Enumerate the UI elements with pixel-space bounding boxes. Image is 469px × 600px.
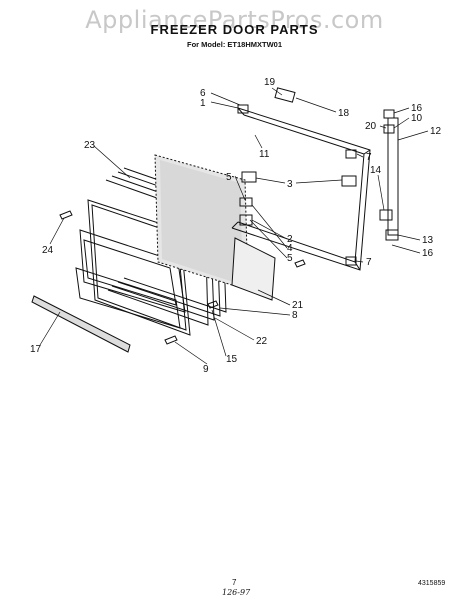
- part-6-screw: [237, 104, 249, 114]
- callout-6: 6: [200, 88, 206, 99]
- callout-20: 20: [365, 121, 377, 132]
- callout-labels: 6 1 19 18 11 3 5 2 4 5 7 7 16 10 12 20 1…: [30, 77, 442, 375]
- callout-4: 4: [287, 243, 293, 254]
- callout-13: 13: [422, 235, 434, 246]
- callout-7-bottom: 7: [366, 257, 372, 268]
- part-2-screw: [294, 259, 306, 268]
- callout-19: 19: [264, 77, 276, 88]
- callout-23: 23: [84, 140, 96, 151]
- callout-18: 18: [338, 108, 350, 119]
- part-3-hinge: [241, 171, 257, 183]
- callout-10: 10: [411, 113, 423, 124]
- part-7-top: [345, 149, 357, 159]
- part-12-handle: [387, 117, 399, 236]
- model-line: For Model: ET18HMXTW01: [186, 40, 282, 49]
- callout-24: 24: [42, 245, 54, 256]
- part-4: [239, 197, 253, 207]
- callout-16-top: 16: [411, 103, 423, 114]
- callout-1: 1: [200, 98, 206, 109]
- part-16-screw-top: [383, 109, 395, 119]
- watermark: AppliancePartsPros.com: [85, 6, 384, 34]
- callout-14: 14: [370, 165, 382, 176]
- leader-lines: [39, 87, 429, 365]
- callout-12: 12: [430, 126, 442, 137]
- callout-3: 3: [287, 179, 293, 190]
- callout-16-bottom: 16: [422, 248, 434, 259]
- part-19-bracket: [274, 87, 296, 103]
- handwritten-date: 126-97: [222, 588, 251, 597]
- part-3-hinge-right: [341, 175, 357, 187]
- callout-9: 9: [203, 364, 209, 375]
- callout-21: 21: [292, 300, 304, 311]
- callout-11: 11: [259, 149, 270, 160]
- doc-number: 4315859: [418, 580, 446, 587]
- part-10: [383, 124, 395, 134]
- callout-5-top: 5: [226, 172, 232, 183]
- callout-15: 15: [226, 354, 238, 365]
- callout-5-bottom: 5: [287, 253, 293, 264]
- page-title: FREEZER DOOR PARTS: [150, 22, 319, 37]
- callout-22: 22: [256, 336, 268, 347]
- part-9-screw: [164, 335, 178, 345]
- callout-17: 17: [30, 344, 42, 355]
- insulation-panel: [154, 154, 249, 291]
- callout-2: 2: [287, 234, 293, 245]
- part-21-shield: [231, 237, 276, 301]
- callout-8: 8: [292, 310, 298, 321]
- door-frame: [231, 107, 371, 271]
- part-17-trim: [31, 295, 131, 353]
- callout-7-top: 7: [366, 152, 372, 163]
- part-14: [379, 209, 393, 221]
- page-number: 7: [232, 578, 237, 587]
- part-15-screw: [207, 300, 219, 309]
- part-24-screw: [59, 210, 73, 220]
